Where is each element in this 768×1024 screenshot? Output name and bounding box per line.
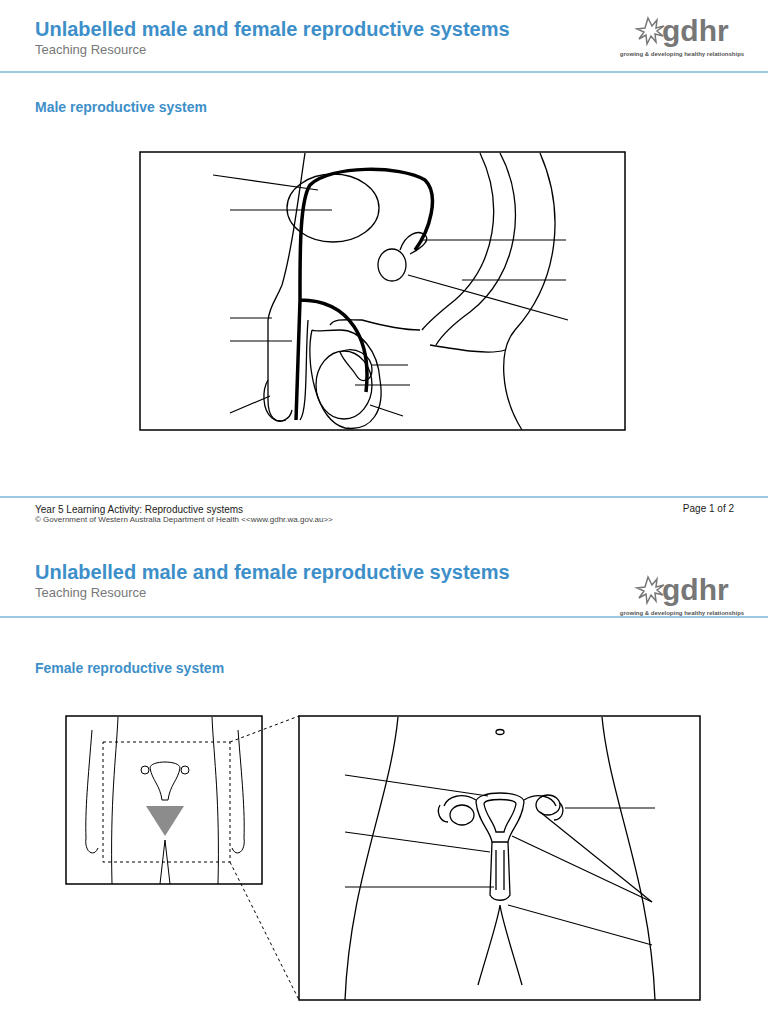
page-number: Page 1 of 2 (683, 503, 734, 515)
logo-text: gdhr (662, 573, 729, 608)
figure-frame (140, 152, 625, 430)
page-title: Unlabelled male and female reproductive … (35, 561, 510, 584)
female-illustration (345, 717, 655, 1000)
header-rule (0, 72, 768, 73)
zoom-line (230, 716, 299, 742)
leader-line (345, 775, 655, 945)
subtitle: Teaching Resource (35, 586, 146, 601)
duct-line (296, 169, 432, 420)
header-rule (0, 617, 768, 618)
zoom-line (230, 862, 299, 1000)
footer-text: Year 5 Learning Activity: Reproductive s… (35, 504, 243, 516)
logo-tagline: growing & developing healthy relationshi… (620, 51, 744, 58)
zoom-box (103, 742, 230, 862)
shaded-region (146, 806, 184, 836)
copyright: © Government of Western Australia Depart… (35, 515, 333, 524)
section-heading: Female reproductive system (35, 660, 224, 676)
male-illustration (264, 153, 555, 430)
footer-rule (0, 497, 768, 498)
logo-text: gdhr (662, 14, 729, 49)
section-heading: Male reproductive system (35, 99, 207, 115)
page-title: Unlabelled male and female reproductive … (35, 18, 510, 41)
female-small-illustration (86, 717, 245, 884)
subtitle: Teaching Resource (35, 43, 146, 58)
logo-mark (637, 18, 664, 603)
logo-tagline: growing & developing healthy relationshi… (620, 610, 744, 617)
figure-frame (299, 716, 700, 1000)
leader-line (213, 175, 568, 416)
